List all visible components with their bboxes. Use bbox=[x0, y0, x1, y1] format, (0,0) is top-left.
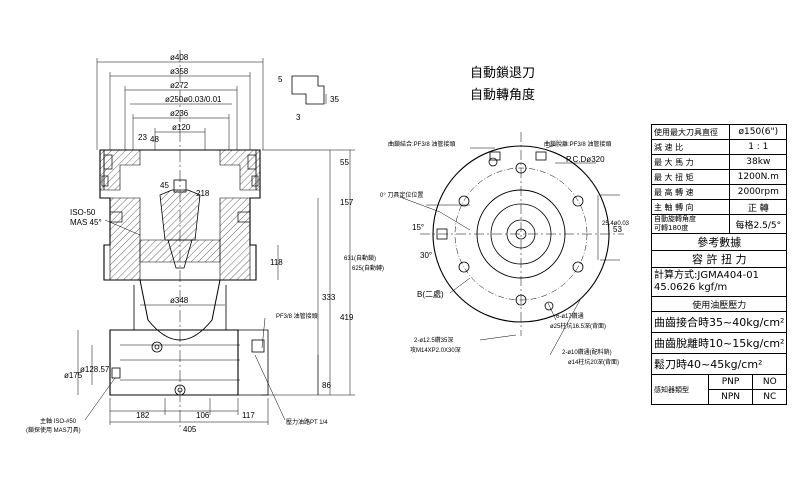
dim-419: 419 bbox=[340, 313, 354, 322]
dim-128: ø128.57 bbox=[80, 365, 110, 374]
label-main-iso: 主軸 ISO-#50 bbox=[40, 417, 77, 425]
rotation-key-2: 可轉180度 bbox=[654, 224, 689, 232]
dim-182: 182 bbox=[136, 411, 150, 420]
dim-120: ø120 bbox=[172, 123, 191, 132]
label-pf-unlock: 曲鎖結合:PF3/8 油管接頭 bbox=[388, 140, 455, 148]
dim-45: 45 bbox=[160, 181, 169, 190]
label-holes2c: 2-ø10鑽通(配料銷) bbox=[562, 348, 612, 356]
torque-header: 容 許 扭 力 bbox=[650, 250, 788, 268]
label-pf-outlet: PF3/8 油管接頭 bbox=[276, 312, 318, 320]
dim-157: 157 bbox=[340, 198, 354, 207]
side-view bbox=[77, 50, 355, 430]
spec-key: 使用最大刀具直徑 bbox=[650, 124, 731, 140]
rotation-key-1: 自動旋轉角度 bbox=[654, 215, 696, 223]
top-view bbox=[399, 132, 624, 356]
label-pf-release: 曲鎖脫離:PF3/8 油管接頭 bbox=[544, 140, 611, 148]
spec-key: 自動旋轉角度 可轉180度 bbox=[650, 214, 731, 234]
sensor-cell: 感知器類型 PNP NO NPN NC bbox=[650, 374, 788, 405]
dim-117: 117 bbox=[242, 411, 255, 420]
spec-value: 1200N.m bbox=[729, 169, 788, 185]
label-mas45: MAS 45° bbox=[70, 218, 102, 227]
spec-value: 38kw bbox=[729, 154, 788, 170]
dim-48: 48 bbox=[150, 135, 159, 144]
dim-118: 118 bbox=[270, 258, 283, 267]
dim-405: 405 bbox=[183, 425, 197, 434]
label-53: 53 bbox=[613, 225, 622, 234]
sensor-label: 感知器類型 bbox=[652, 375, 709, 404]
dim-358: ø358 bbox=[170, 67, 189, 76]
label-holes2b: 攻M14XP2.0X30深 bbox=[410, 346, 461, 354]
dim-408: ø408 bbox=[170, 53, 189, 62]
spec-row: 主 軸 轉 向正 轉 bbox=[650, 199, 788, 215]
torque-value: 計算方式:JGMA404-01 45.0626 kgf/m bbox=[650, 267, 788, 297]
label-b: B(二處) bbox=[417, 289, 444, 299]
oil-header: 使用油壓壓力 bbox=[650, 296, 788, 312]
title-line1: 自動鎖退刀 bbox=[470, 66, 536, 81]
dim-55: 55 bbox=[340, 158, 349, 167]
dim-236: ø236 bbox=[170, 109, 189, 118]
spec-value: 正 轉 bbox=[729, 199, 788, 215]
label-holes6: 6-ø17鑽通 bbox=[556, 312, 584, 320]
label-holes2d: ø14柱坑20深(背面) bbox=[568, 358, 619, 366]
sensor-no: NO bbox=[752, 375, 787, 390]
dim-272: ø272 bbox=[170, 81, 189, 90]
spec-row: 自動旋轉角度 可轉180度 每格2.5/5° bbox=[650, 214, 788, 234]
dim-625: 625(自動轉) bbox=[352, 264, 384, 272]
dim-333: 333 bbox=[322, 293, 336, 302]
oil-unclamp: 鬆刀時40~45kg/cm² bbox=[650, 353, 788, 375]
spec-key: 最 大 馬 力 bbox=[650, 154, 731, 170]
dim-5: 5 bbox=[278, 75, 283, 84]
oil-engage: 曲齒接合時35~40kg/cm² bbox=[650, 311, 788, 333]
rotation-value: 每格2.5/5° bbox=[729, 214, 788, 234]
label-zero-position: 0° 刀具定位位置 bbox=[380, 191, 423, 199]
sensor-npn: NPN bbox=[708, 389, 754, 404]
label-pcd: P.C.Dø320 bbox=[566, 155, 605, 164]
dim-218: 218 bbox=[196, 189, 210, 198]
torque-number: 45.0626 kgf/m bbox=[654, 282, 728, 293]
dim-348: ø348 bbox=[170, 296, 189, 305]
label-pressure-in: 壓力油路PT 1/4 bbox=[286, 418, 328, 426]
dim-106: 106 bbox=[196, 411, 210, 420]
title-line2: 自動轉角度 bbox=[470, 88, 536, 103]
label-holes6b: ø25柱坑16.5深(背面) bbox=[550, 322, 606, 330]
dim-35: 35 bbox=[330, 95, 339, 104]
dim-631: 631(自動鎖) bbox=[344, 254, 376, 262]
spec-value: 2000rpm bbox=[729, 184, 788, 200]
sensor-pnp: PNP bbox=[708, 375, 754, 390]
dim-250: ø250ø0.03/0.01 bbox=[165, 95, 222, 104]
dim-86: 86 bbox=[322, 381, 331, 390]
sensor-nc: NC bbox=[763, 392, 777, 402]
label-25-4: 25.4ø0.03 bbox=[602, 221, 630, 227]
torque-method: 計算方式:JGMA404-01 bbox=[654, 270, 759, 281]
label-30deg: 30° bbox=[420, 251, 432, 260]
label-iso50: ISO-50 bbox=[70, 208, 96, 217]
dim-23: 23 bbox=[138, 133, 147, 142]
label-main-iso2: (鎖探使用 MAS刀具) bbox=[26, 426, 81, 434]
sensor-table: 感知器類型 PNP NO NPN NC bbox=[652, 375, 787, 404]
reference-header: 參考數據 bbox=[650, 233, 788, 251]
label-15deg: 15° bbox=[412, 223, 424, 232]
dim-3: 3 bbox=[296, 113, 301, 122]
spec-key: 主 軸 轉 向 bbox=[650, 199, 731, 215]
spec-key: 減 速 比 bbox=[650, 139, 731, 155]
spec-value: ø150(6") bbox=[729, 124, 788, 140]
spec-key: 最 高 轉 速 bbox=[650, 184, 731, 200]
spec-key: 最 大 扭 矩 bbox=[650, 169, 731, 185]
label-holes2a: 2-ø12.5鑽35深 bbox=[414, 336, 453, 344]
oil-release: 曲齒脫離時10~15kg/cm² bbox=[650, 332, 788, 354]
dim-175: ø175 bbox=[64, 371, 83, 380]
spec-value: 1 : 1 bbox=[729, 139, 788, 155]
